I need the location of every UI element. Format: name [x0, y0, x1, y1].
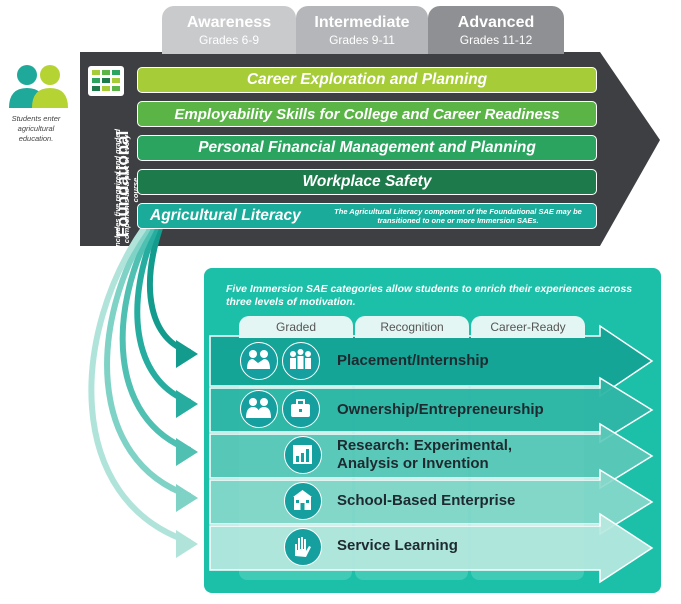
component-financial: Personal Financial Management and Planni…	[137, 135, 597, 161]
component-agricultural-literacy: Agricultural Literacy	[137, 203, 597, 229]
research-chart-icon	[284, 436, 322, 474]
tab-intermediate: Intermediate Grades 9-11	[296, 6, 428, 54]
row-arrow-placement	[209, 324, 654, 398]
category-school-based-enterprise: School-Based Enterprise	[337, 492, 516, 509]
tab-advanced: Advanced Grades 11-12	[428, 6, 564, 54]
briefcase-icon	[282, 390, 320, 428]
connector-arrowhead-3	[176, 438, 198, 466]
grade-level-range: Grades 9-11	[329, 33, 395, 47]
row-arrow-school-based	[209, 468, 654, 536]
tab-awareness: Awareness Grades 6-9	[162, 6, 296, 54]
team-icon	[282, 342, 320, 380]
connector-arrowhead-2	[176, 390, 198, 418]
grade-level-range: Grades 11-12	[459, 33, 533, 47]
helping-hand-icon	[284, 528, 322, 566]
connector-curve-3	[119, 226, 192, 453]
grade-level-range: Grades 6-9	[198, 33, 260, 47]
immersion-intro: Five Immersion SAE categories allow stud…	[226, 283, 633, 308]
connector-curve-2	[134, 226, 192, 405]
category-research: Research: Experimental, Analysis or Inve…	[337, 437, 512, 473]
category-research-line-1: Research: Experimental,	[337, 437, 513, 454]
motivation-recognition: Recognition	[355, 316, 469, 338]
students-note: Students enter agricultural education.	[11, 114, 61, 143]
handshake-icon	[240, 342, 278, 380]
foundation-blocks-icon	[88, 66, 124, 96]
category-ownership-entrepreneurship: Ownership/Entrepreneurship	[337, 401, 544, 418]
component-career-exploration: Career Exploration and Planning	[137, 67, 597, 93]
category-service-learning: Service Learning	[337, 537, 458, 554]
students-icon	[9, 65, 68, 108]
connector-curve-4	[104, 226, 191, 499]
connector-arrowhead-5	[176, 530, 198, 558]
component-agricultural-literacy-label: Agricultural Literacy	[150, 207, 301, 224]
category-placement-internship: Placement/Internship	[337, 352, 489, 369]
row-arrow-ownership	[209, 376, 654, 444]
category-research-line-2: Analysis or Invention	[337, 455, 489, 472]
row-arrow-research	[209, 422, 654, 490]
grade-level-name: Awareness	[186, 14, 272, 31]
component-workplace-safety: Workplace Safety	[137, 169, 597, 195]
literacy-note: The Agricultural Literacy component of t…	[334, 207, 582, 225]
motivation-graded: Graded	[239, 316, 353, 338]
grade-level-name: Intermediate	[314, 14, 410, 31]
entrepreneurs-icon	[240, 390, 278, 428]
connector-arrowhead-4	[176, 484, 198, 512]
grade-level-name: Advanced	[457, 14, 535, 31]
school-building-icon	[284, 482, 322, 520]
connector-arrowhead-1	[176, 340, 198, 368]
row-arrow-service	[209, 512, 654, 584]
connector-curve-5	[88, 226, 191, 545]
connector-curve-1	[147, 227, 191, 355]
component-employability: Employability Skills for College and Car…	[137, 101, 597, 127]
motivation-career-ready: Career-Ready	[471, 316, 585, 338]
